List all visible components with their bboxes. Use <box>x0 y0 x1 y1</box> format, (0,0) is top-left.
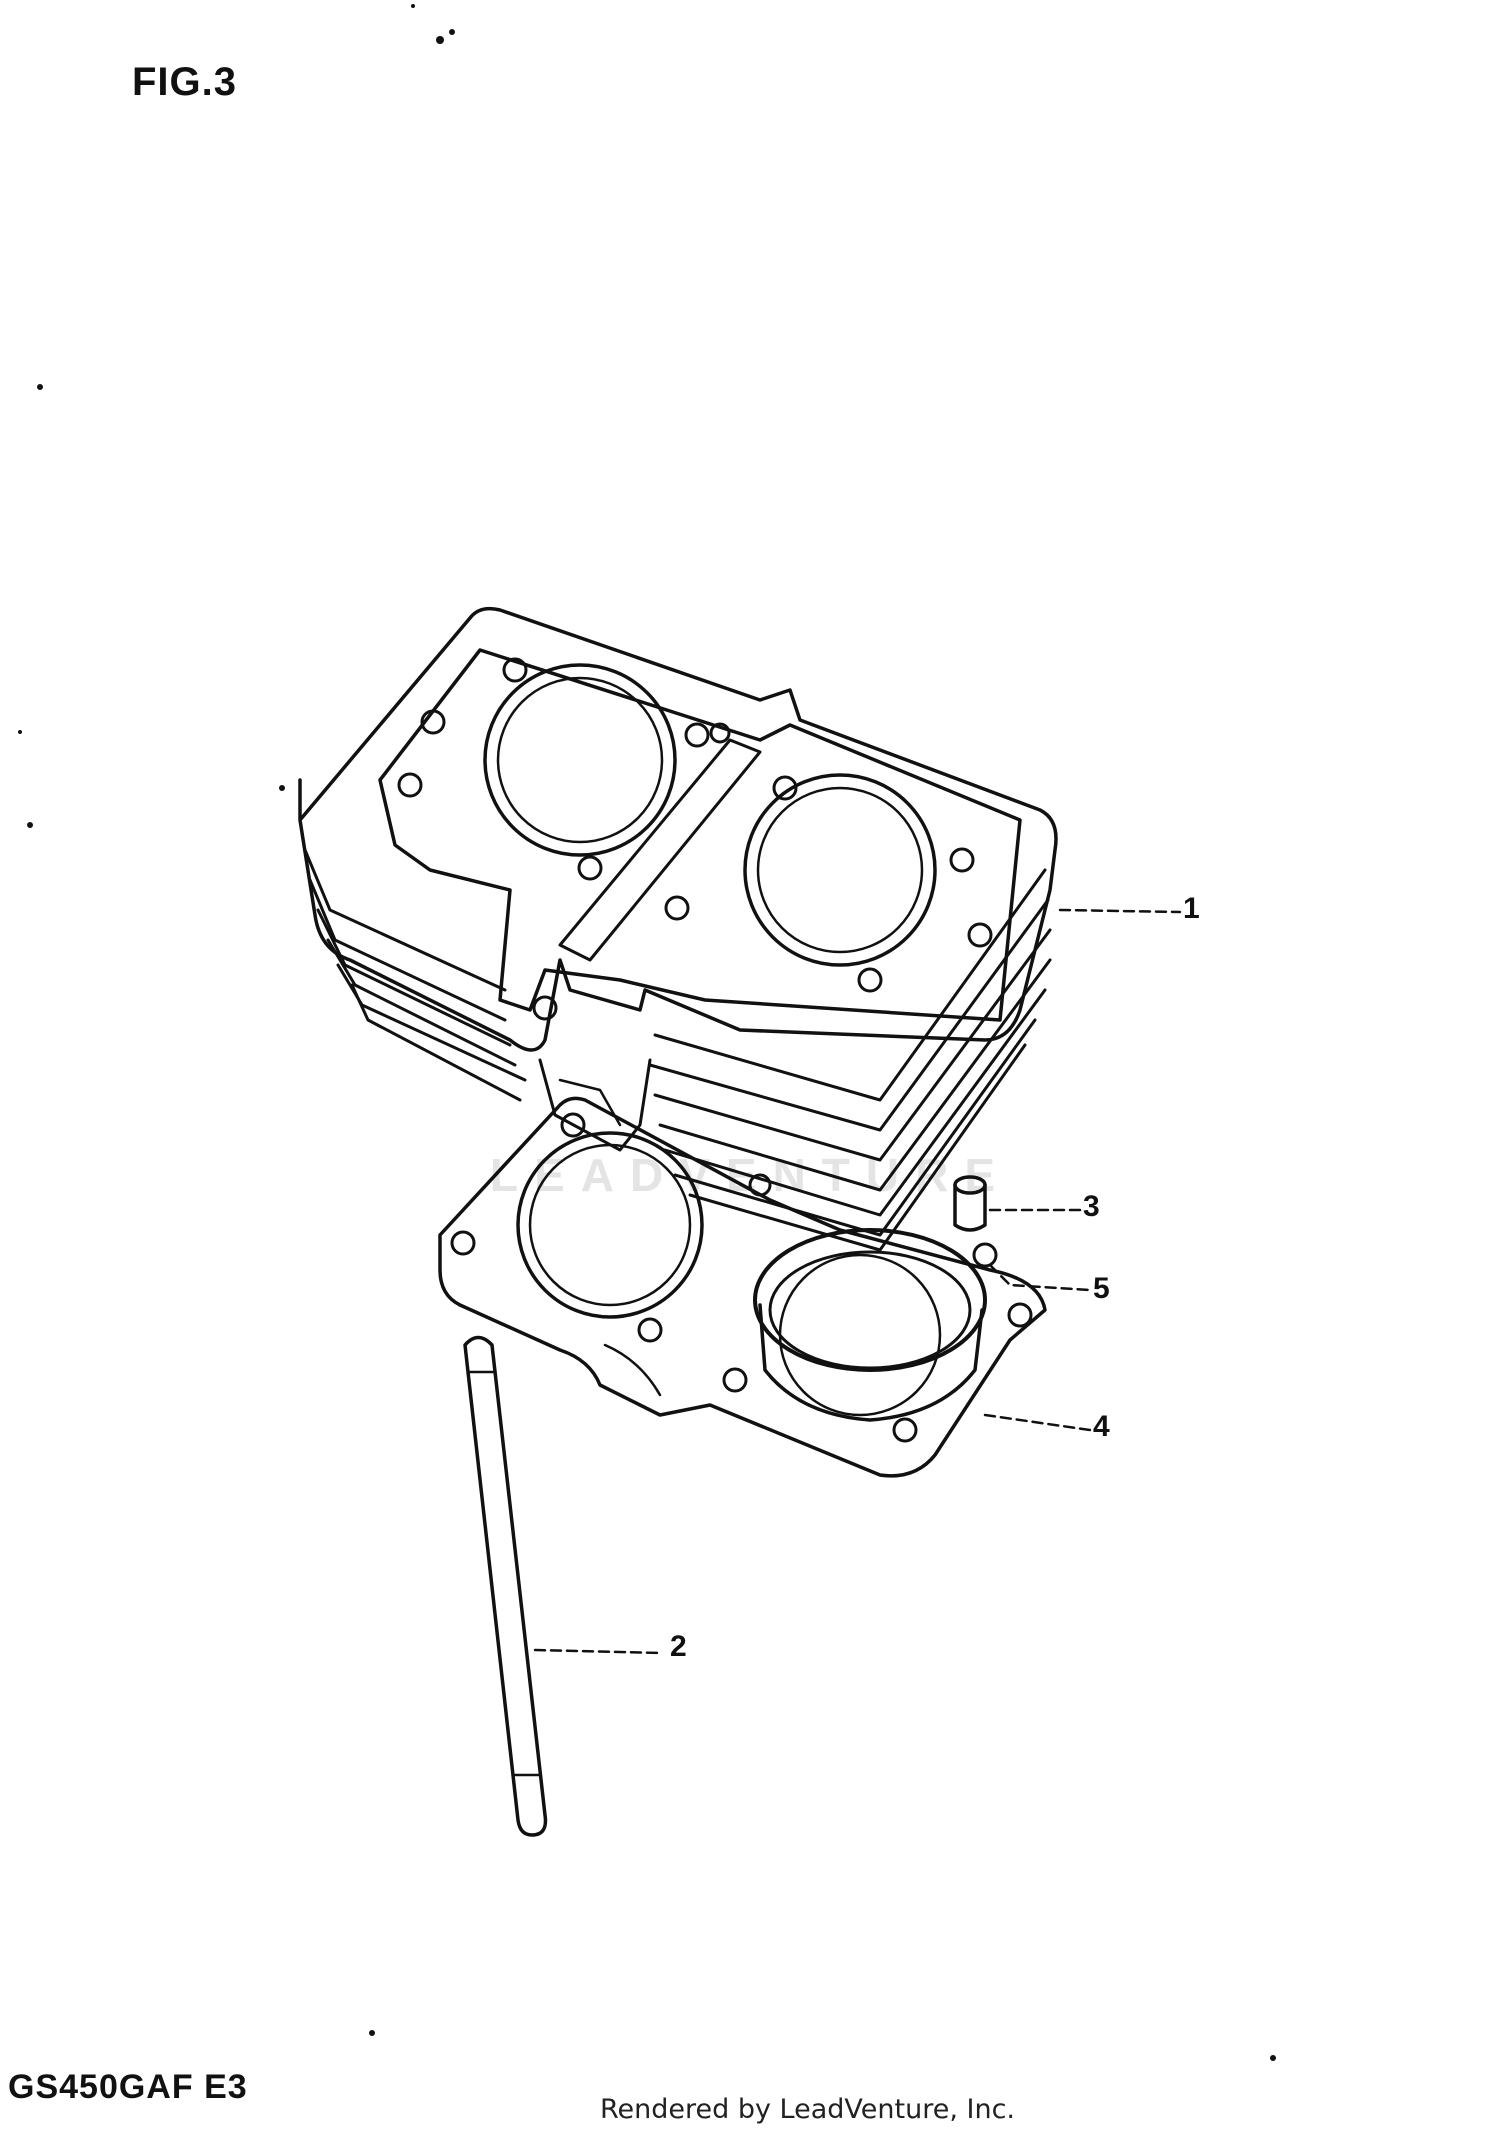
dowel-pin[interactable] <box>953 1175 1082 1232</box>
callout-4: 4 <box>1093 1410 1110 1443</box>
cylinder-block[interactable] <box>298 606 1182 1252</box>
footer-credit: Rendered by LeadVenture, Inc. <box>600 2094 1016 2125</box>
callout-3: 3 <box>1083 1190 1100 1223</box>
model-code: GS450GAF E3 <box>8 2068 248 2106</box>
callout-1: 1 <box>1183 892 1200 925</box>
callout-2: 2 <box>670 1630 687 1663</box>
o-ring-sleeve[interactable] <box>753 1228 1092 1422</box>
stud-bolt[interactable] <box>463 1335 662 1837</box>
callout-5: 5 <box>1093 1272 1110 1305</box>
scan-specks <box>18 4 1276 2061</box>
figure-label: FIG.3 <box>132 60 238 104</box>
